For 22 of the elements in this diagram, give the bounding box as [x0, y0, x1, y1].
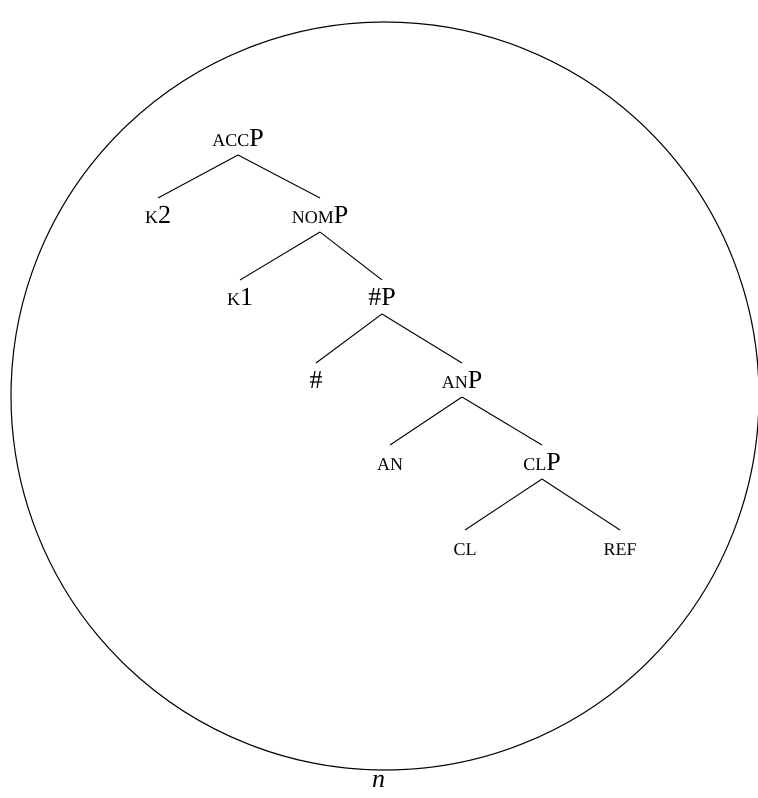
tree-branch: [542, 478, 620, 530]
tree-branch: [462, 396, 542, 446]
tree-node-label: #P: [368, 282, 396, 312]
tree-branch: [464, 478, 542, 530]
tree-branch: [390, 396, 462, 446]
tree-branch: [240, 232, 320, 280]
tree-node-label: k2: [145, 200, 171, 230]
tree-branch: [238, 154, 320, 198]
tree-branch: [158, 154, 238, 198]
tree-node-label: nomP: [292, 200, 348, 230]
tree-node-label: ref: [604, 532, 636, 562]
tree-branch: [320, 232, 382, 280]
tree-node-label: anP: [442, 365, 482, 395]
tree-node-label: #: [310, 365, 322, 395]
tree-node-label: cl: [454, 532, 476, 562]
tree-node-label: accP: [212, 123, 264, 153]
tree-node-label: k1: [227, 282, 253, 312]
tree-node-label: an: [377, 447, 403, 477]
tree-branch: [316, 314, 382, 364]
tree-branch: [382, 314, 462, 364]
tree-node-label: clP: [523, 447, 561, 477]
set-label: n: [372, 764, 385, 794]
